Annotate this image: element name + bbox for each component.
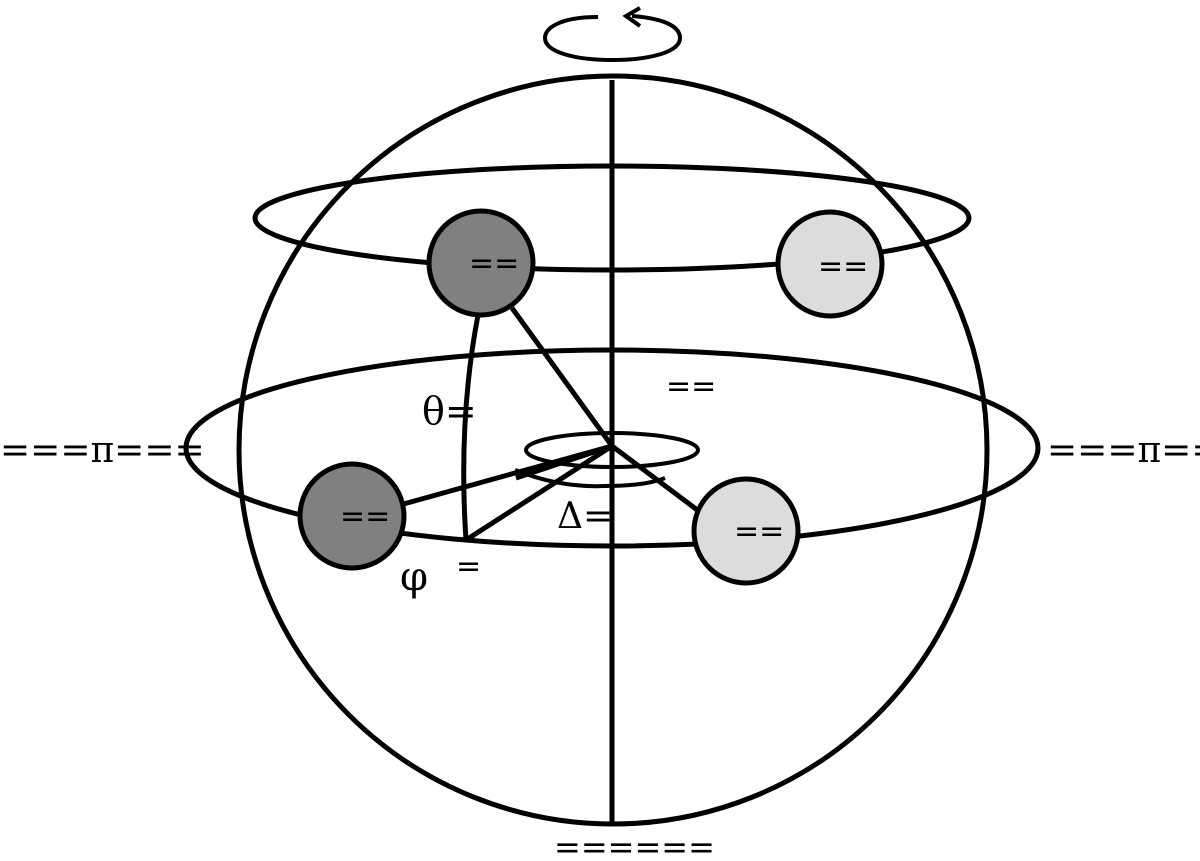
equatorial-orbit [183,347,1041,549]
sphere-lower-right [691,476,801,586]
vector-projection [464,443,614,543]
sphere-upper-left [426,208,536,318]
upper-orbit [252,163,972,273]
rotation-arrow-icon [542,6,683,63]
vector-upper-left [509,306,615,448]
mid-right-label: == [666,369,716,404]
outer-sphere [236,73,990,827]
left-equator-label: ===π=== [0,430,205,471]
bottom-label: ====== [554,828,715,861]
phi-label: φ [400,554,428,600]
sphere-upper-right-label: == [818,249,868,284]
sphere-lower-left [297,461,407,571]
sphere-upper-left-label: == [469,246,519,281]
theta-label: θ= [422,389,477,433]
sphere-lower-left-label: == [340,499,390,534]
theta-arc [461,314,481,541]
vector-projection-2 [515,443,613,481]
sphere-upper-right [775,209,885,319]
delta-label: Δ= [557,496,613,537]
delta-arc [514,468,666,489]
right-equator-label: ===π== [1047,430,1200,471]
sphere-lower-right-label: == [734,514,784,549]
phi-eq-label: = [456,549,481,584]
central-ring [524,431,700,469]
vector-lower-right [610,444,702,514]
